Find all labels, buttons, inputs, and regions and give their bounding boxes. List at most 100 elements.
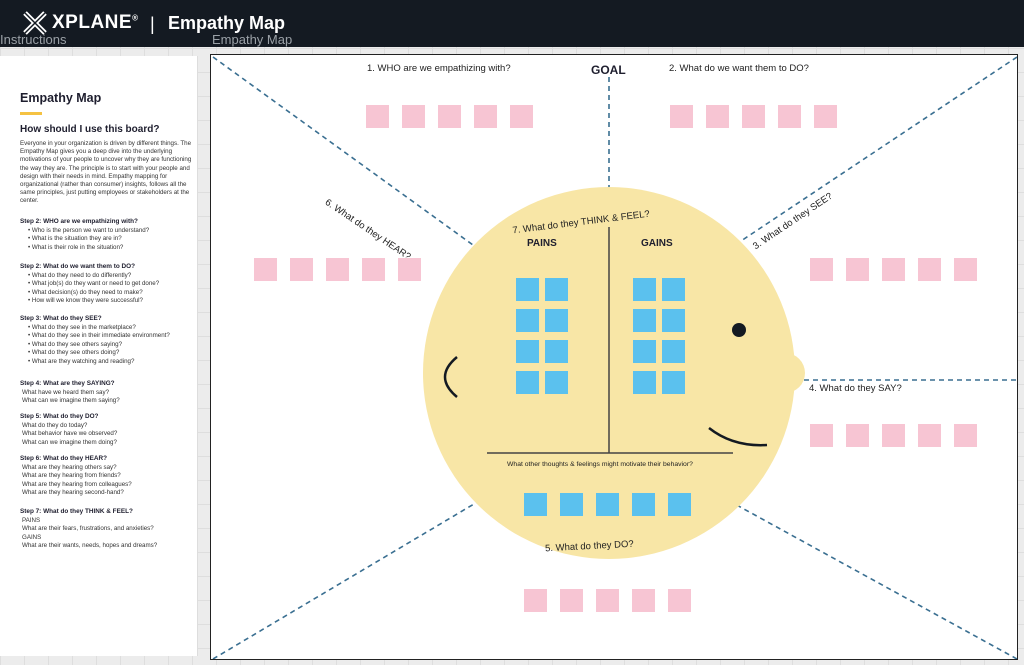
sticky-note-gains[interactable] — [633, 278, 656, 301]
sticky-note-gains[interactable] — [662, 309, 685, 332]
sticky-note-see[interactable] — [810, 258, 833, 281]
sticky-note-do[interactable] — [596, 589, 619, 612]
step-item: What are their fears, frustrations, and … — [22, 525, 154, 533]
brand-name[interactable]: XPLANE® — [52, 12, 139, 33]
sticky-note-say[interactable] — [918, 424, 941, 447]
sticky-note-hear[interactable] — [254, 258, 277, 281]
sticky-note-say[interactable] — [882, 424, 905, 447]
sticky-note-do-goal[interactable] — [814, 105, 837, 128]
sticky-note-pains[interactable] — [516, 340, 539, 363]
step-item: What do they see others saying? — [20, 341, 195, 350]
mouth-line — [708, 427, 768, 447]
sticky-note-gains[interactable] — [662, 340, 685, 363]
instructions-title: Empathy Map — [20, 91, 102, 105]
step-item: What behavior have we observed? — [22, 430, 118, 438]
sticky-note-motivation[interactable] — [524, 493, 547, 516]
sticky-note-do[interactable] — [632, 589, 655, 612]
sticky-note-gains[interactable] — [633, 340, 656, 363]
instruction-step: Step 4: What are they SAYING?What have w… — [20, 380, 195, 406]
instruction-step: Step 5: What do they DO?What do they do … — [20, 413, 195, 447]
step-item: What is their role in the situation? — [20, 244, 195, 253]
sticky-note-hear[interactable] — [326, 258, 349, 281]
label-motivation: What other thoughts & feelings might mot… — [507, 461, 693, 468]
board-title[interactable]: Empathy Map — [168, 13, 286, 33]
sticky-note-pains[interactable] — [545, 340, 568, 363]
sticky-note-do-goal[interactable] — [706, 105, 729, 128]
divider-top-right — [728, 56, 1017, 250]
instruction-step: Step 2: WHO are we empathizing with?Who … — [20, 218, 195, 252]
sticky-note-gains[interactable] — [662, 371, 685, 394]
step-heading: Step 2: WHO are we empathizing with? — [20, 218, 138, 225]
step-item: What have we heard them say? — [22, 388, 110, 396]
sticky-note-pains[interactable] — [545, 278, 568, 301]
eye-icon — [732, 323, 746, 337]
sticky-note-do[interactable] — [560, 589, 583, 612]
empathy-map-canvas[interactable]: 1. WHO are we empathizing with? GOAL 2. … — [210, 54, 1018, 660]
frame-label-empathy-map[interactable]: Empathy Map — [212, 32, 293, 47]
step-item: What are they watching and reading? — [20, 358, 195, 367]
sticky-note-see[interactable] — [882, 258, 905, 281]
sticky-note-who[interactable] — [402, 105, 425, 128]
sticky-note-see[interactable] — [954, 258, 977, 281]
sticky-note-say[interactable] — [810, 424, 833, 447]
ear-outline — [443, 356, 458, 398]
sticky-note-see[interactable] — [846, 258, 869, 281]
sticky-note-who[interactable] — [474, 105, 497, 128]
label-goal: GOAL — [591, 63, 626, 77]
sticky-note-motivation[interactable] — [632, 493, 655, 516]
sticky-note-do[interactable] — [668, 589, 691, 612]
header-divider: | — [150, 14, 155, 34]
divider-bottom-left — [212, 500, 480, 659]
instructions-question: How should I use this board? — [20, 124, 160, 135]
sticky-note-do-goal[interactable] — [742, 105, 765, 128]
step-item: GAINS — [22, 533, 42, 541]
sticky-note-gains[interactable] — [633, 309, 656, 332]
step-item: What can we imagine them saying? — [22, 397, 120, 405]
app-header: XPLANE® | Empathy Map — [0, 0, 1024, 47]
step-item: What do they do today? — [22, 421, 88, 429]
sticky-note-gains[interactable] — [662, 278, 685, 301]
sticky-note-who[interactable] — [366, 105, 389, 128]
sticky-note-do-goal[interactable] — [778, 105, 801, 128]
sticky-note-pains[interactable] — [516, 309, 539, 332]
instruction-step: Step 6: What do they HEAR?What are they … — [20, 455, 195, 498]
sticky-note-gains[interactable] — [633, 371, 656, 394]
step-item: What do they need to do differently? — [20, 272, 195, 281]
sticky-note-see[interactable] — [918, 258, 941, 281]
instructions-intro: Everyone in your organization is driven … — [20, 140, 192, 205]
step-item: What decision(s) do they need to make? — [20, 289, 195, 298]
sticky-note-hear[interactable] — [398, 258, 421, 281]
step-item: What is the situation they are in? — [20, 235, 195, 244]
map-diagram — [212, 56, 1017, 659]
sticky-note-pains[interactable] — [545, 371, 568, 394]
step-item: What can we imagine them doing? — [22, 438, 117, 446]
sticky-note-say[interactable] — [846, 424, 869, 447]
sticky-note-pains[interactable] — [545, 309, 568, 332]
step-item: What do they see others doing? — [20, 349, 195, 358]
sticky-note-hear[interactable] — [362, 258, 385, 281]
sticky-note-pains[interactable] — [516, 278, 539, 301]
step-heading: Step 4: What are they SAYING? — [20, 380, 115, 387]
sticky-note-who[interactable] — [510, 105, 533, 128]
step-item: What are their wants, needs, hopes and d… — [22, 542, 158, 550]
sticky-note-hear[interactable] — [290, 258, 313, 281]
sticky-note-who[interactable] — [438, 105, 461, 128]
step-heading: Step 3: What do they SEE? — [20, 315, 102, 322]
sticky-note-motivation[interactable] — [668, 493, 691, 516]
step-item: What job(s) do they want or need to get … — [20, 280, 195, 289]
step-item: What are they hearing others say? — [22, 463, 117, 471]
label-do-goal: 2. What do we want them to DO? — [669, 63, 809, 74]
sticky-note-motivation[interactable] — [596, 493, 619, 516]
step-item: What are they hearing from colleagues? — [22, 480, 132, 488]
step-item: PAINS — [22, 516, 41, 524]
sticky-note-do[interactable] — [524, 589, 547, 612]
instructions-panel[interactable]: Empathy Map How should I use this board?… — [0, 56, 198, 656]
sticky-note-pains[interactable] — [516, 371, 539, 394]
step-item: What are they hearing second-hand? — [22, 489, 124, 497]
title-accent-bar — [20, 112, 42, 115]
sticky-note-say[interactable] — [954, 424, 977, 447]
sticky-note-do-goal[interactable] — [670, 105, 693, 128]
sticky-note-motivation[interactable] — [560, 493, 583, 516]
frame-label-instructions[interactable]: Instructions — [0, 32, 67, 47]
